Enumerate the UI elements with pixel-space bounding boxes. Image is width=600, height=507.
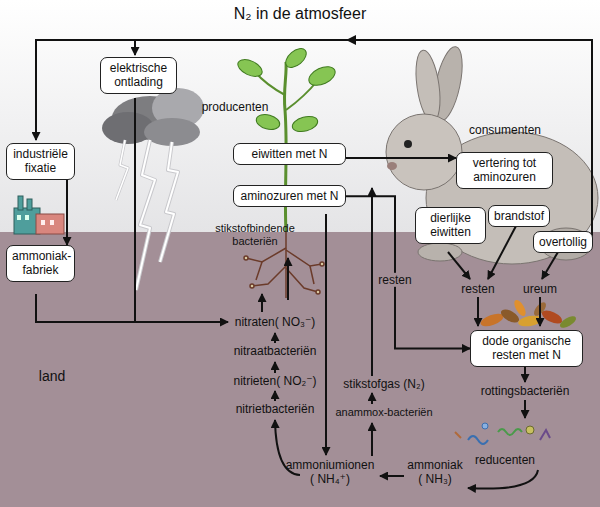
arrowhead bbox=[346, 35, 356, 45]
text-label: nitrietbacteriën bbox=[236, 402, 315, 416]
text-label: ammoniak ( NH₃) bbox=[406, 458, 464, 487]
process-box: vertering tot aminozuren bbox=[456, 152, 553, 189]
text-label: stikstofgas (N₂) bbox=[343, 377, 424, 391]
text-label: nitraatbacteriën bbox=[234, 344, 317, 358]
connector-arrow bbox=[66, 180, 68, 245]
ground bbox=[0, 232, 600, 507]
text-label: reducenten bbox=[475, 453, 535, 467]
diagram-title: N₂ in de atmosfeer bbox=[0, 5, 600, 23]
text-label: resten bbox=[461, 282, 494, 296]
edge-label: resten bbox=[376, 273, 413, 287]
box-text: brandstof bbox=[494, 209, 544, 223]
process-box: industriële fixatie bbox=[6, 143, 75, 180]
box-text: dode organische resten met N bbox=[476, 334, 577, 363]
box-text: aminozuren met N bbox=[239, 189, 340, 203]
factory bbox=[14, 196, 64, 234]
reducers bbox=[455, 423, 550, 444]
process-box: ammoniak- fabriek bbox=[6, 245, 75, 282]
box-text: vertering tot aminozuren bbox=[462, 156, 547, 185]
process-box: overtollig bbox=[533, 231, 593, 253]
process-box: aminozuren met N bbox=[233, 185, 346, 207]
text-label: nitrieten( NO₂⁻) bbox=[233, 374, 316, 388]
process-box: brandstof bbox=[488, 205, 550, 227]
cloud bbox=[102, 88, 204, 146]
process-box: dierlijke eiwitten bbox=[415, 207, 486, 244]
connector-arrow bbox=[346, 157, 456, 159]
box-text: dierlijke eiwitten bbox=[421, 211, 480, 240]
text-label: land bbox=[39, 368, 65, 385]
process-box: dode organische resten met N bbox=[470, 330, 583, 367]
text-label: ammoniumionen ( NH₄⁺) bbox=[284, 458, 376, 487]
box-text: ammoniak- fabriek bbox=[12, 249, 69, 278]
process-box: elektrische ontlading bbox=[100, 57, 177, 94]
dead-leaves bbox=[479, 298, 578, 330]
cycle-arrows bbox=[36, 40, 592, 489]
text-label: stikstofbindende bacteriën bbox=[207, 222, 303, 248]
box-text: industriële fixatie bbox=[12, 147, 69, 176]
rabbit bbox=[386, 44, 598, 264]
process-box: eiwitten met N bbox=[233, 143, 346, 165]
text-label: anammox-bacteriën bbox=[335, 406, 432, 419]
box-text: overtollig bbox=[539, 235, 587, 249]
text-label: producenten bbox=[202, 100, 269, 114]
lightning bbox=[116, 140, 178, 290]
box-text: elektrische ontlading bbox=[106, 61, 171, 90]
text-label: nitraten( NO₃⁻) bbox=[235, 315, 316, 329]
box-text: eiwitten met N bbox=[239, 147, 340, 161]
text-label: rottingsbacteriën bbox=[481, 384, 570, 398]
text-label: consumenten bbox=[469, 123, 541, 137]
text-label: ureum bbox=[523, 282, 557, 296]
